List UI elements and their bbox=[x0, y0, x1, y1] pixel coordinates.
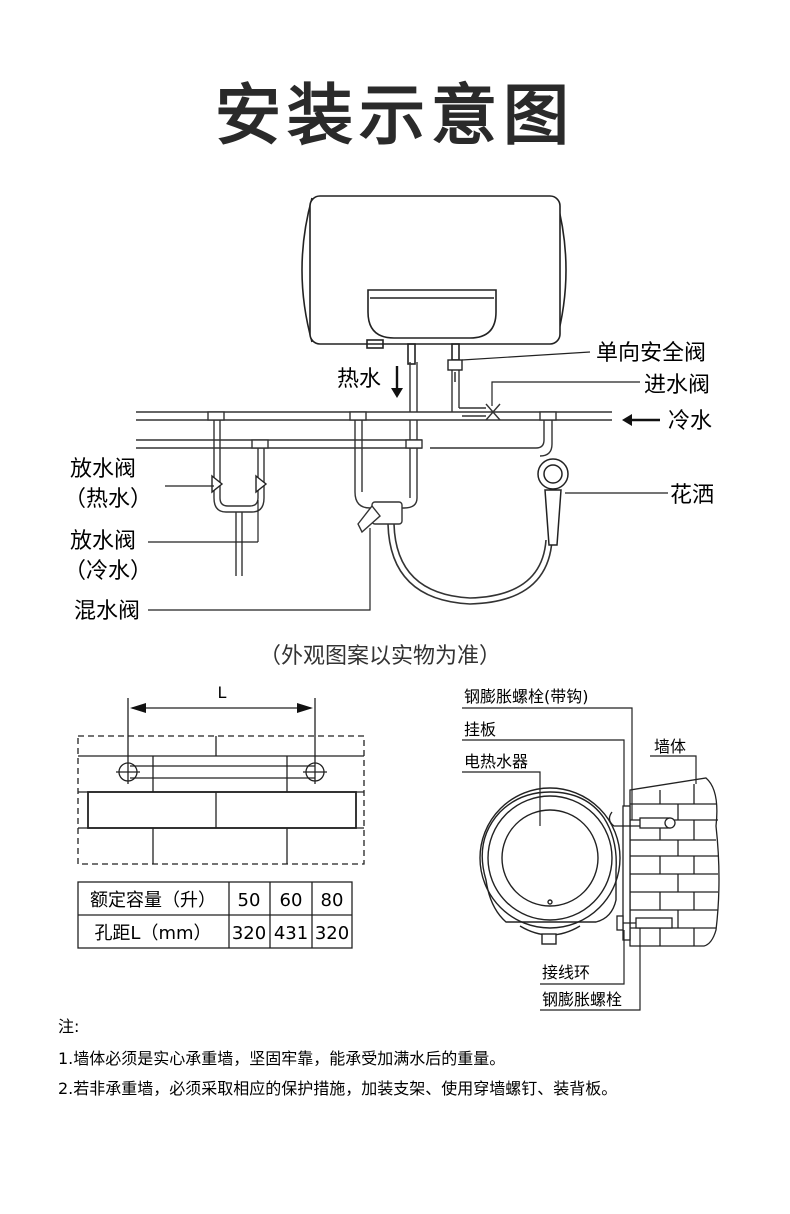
dimension-arrow-right-icon bbox=[297, 703, 313, 713]
table-cell: 额定容量（升） bbox=[90, 890, 216, 911]
table-cell: 320 bbox=[232, 923, 266, 944]
dimension-arrow-left-icon bbox=[130, 703, 146, 713]
cold-water-arrow-icon bbox=[622, 414, 660, 426]
label-water-heater: 电热水器 bbox=[464, 752, 528, 771]
label-drain-hot-1: 放水阀 bbox=[70, 457, 136, 482]
hot-water-arrow-icon bbox=[391, 366, 403, 398]
caption: （外观图案以实物为准） bbox=[259, 644, 501, 669]
label-drain-cold-2: （冷水） bbox=[64, 559, 152, 584]
bracket-diagram bbox=[77, 698, 365, 865]
label-drain-hot-2: （热水） bbox=[64, 487, 152, 512]
wall-side-view bbox=[608, 777, 720, 947]
label-wall: 墙体 bbox=[654, 737, 686, 756]
page-title: 安装示意图 bbox=[215, 77, 575, 154]
water-heater-side bbox=[479, 787, 621, 945]
side-leader-lines bbox=[462, 707, 697, 1011]
leader-lines bbox=[148, 351, 668, 611]
table-cell: 60 bbox=[280, 890, 303, 911]
label-shower: 花洒 bbox=[670, 483, 714, 508]
label-terminal-ring: 接线环 bbox=[542, 963, 590, 982]
label-hot-water: 热水 bbox=[337, 367, 381, 392]
table-cell: 320 bbox=[315, 923, 349, 944]
notes-heading: 注: bbox=[58, 1017, 79, 1036]
note-item: 1.墙体必须是实心承重墙，坚固牢靠，能承受加满水后的重量。 bbox=[58, 1049, 505, 1068]
table-cell: 431 bbox=[274, 923, 308, 944]
label-inlet-valve: 进水阀 bbox=[644, 373, 710, 398]
water-heater-front bbox=[301, 195, 567, 365]
table-cell: 孔距L（mm） bbox=[94, 923, 211, 944]
check-valve-icon bbox=[447, 359, 463, 382]
label-cold-water: 冷水 bbox=[668, 409, 712, 434]
label-check-valve: 单向安全阀 bbox=[596, 341, 706, 366]
label-drain-cold-1: 放水阀 bbox=[70, 529, 136, 554]
label-hanging-plate: 挂板 bbox=[464, 720, 496, 739]
shower-head-icon bbox=[537, 458, 569, 546]
table-cell: 80 bbox=[321, 890, 344, 911]
note-item: 2.若非承重墙，必须采取相应的保护措施，加装支架、使用穿墙螺钉、装背板。 bbox=[58, 1079, 617, 1098]
spec-table bbox=[77, 881, 353, 949]
label-expansion-bolt-hook: 钢膨胀螺栓(带钩) bbox=[464, 687, 589, 706]
drain-valve-icon bbox=[211, 474, 268, 494]
dimension-label: L bbox=[218, 683, 227, 702]
table-cell: 50 bbox=[238, 890, 261, 911]
label-mixing-valve: 混水阀 bbox=[74, 599, 140, 624]
label-expansion-bolt: 钢膨胀螺栓 bbox=[542, 990, 622, 1009]
